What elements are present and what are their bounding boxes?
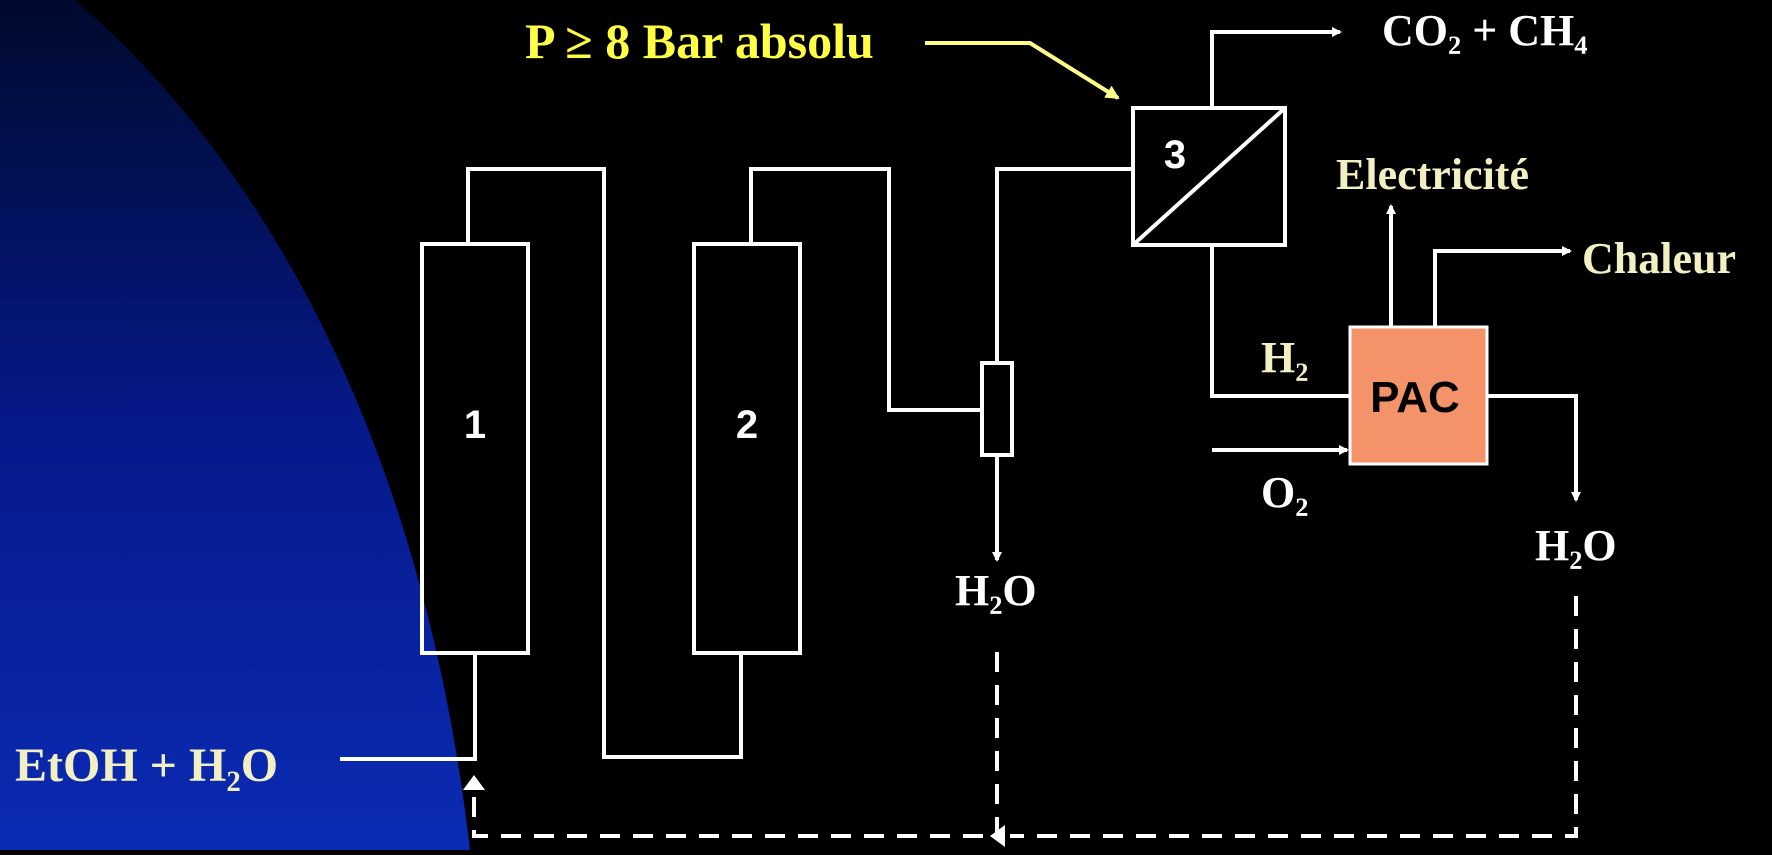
- water-drain-pot: [980, 361, 1014, 457]
- oxygen-label: O₂: [1261, 468, 1308, 517]
- fuel-cell-pac: PAC: [1348, 325, 1489, 466]
- membrane-separator-3: 3: [1131, 106, 1287, 247]
- fuel-cell-label: PAC: [1370, 373, 1460, 422]
- water-label-middle: H₂O: [955, 566, 1037, 615]
- pipe-column-1-to-2: [466, 167, 743, 759]
- pipe-pac-water: [1487, 394, 1581, 502]
- hydrogen-label: H₂: [1261, 333, 1308, 382]
- electricity-label: Electricité: [1336, 150, 1529, 199]
- process-piping: [340, 27, 1581, 761]
- pipe-drain-to-separator: [995, 167, 1133, 363]
- column-2: 2: [692, 242, 802, 655]
- pressure-arrow: [925, 41, 1120, 100]
- outlet-label: CO₂ + CH₄: [1382, 6, 1587, 55]
- pressure-label: P ≥ 8 Bar absolu: [525, 13, 874, 69]
- pipe-heat: [1433, 246, 1572, 326]
- recycle-arrow-head-up: [463, 775, 485, 790]
- separator-3-label: 3: [1164, 133, 1186, 177]
- water-label-right: H₂O: [1535, 521, 1617, 570]
- water-recycle-line: [472, 596, 1578, 838]
- pipe-separator-outlet: [1210, 27, 1342, 108]
- pipe-hydrogen-to-pac: [1210, 245, 1350, 398]
- column-2-label: 2: [736, 403, 758, 447]
- feed-line: [340, 653, 477, 761]
- recycle-arrow-head-left: [990, 825, 1005, 847]
- column-1-label: 1: [464, 403, 486, 447]
- blue-arc-background: [0, 0, 470, 850]
- pipe-column-2-to-drain: [749, 167, 982, 412]
- heat-label: Chaleur: [1582, 234, 1736, 283]
- feed-label: EtOH + H₂O: [15, 739, 278, 792]
- column-1: 1: [420, 242, 530, 655]
